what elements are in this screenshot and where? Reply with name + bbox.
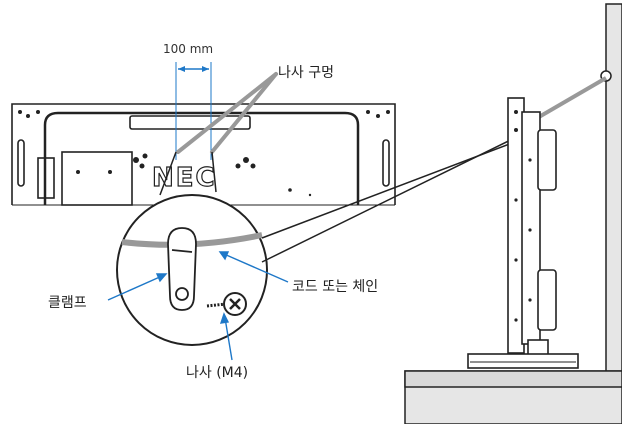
screw-holes-label: 나사 구멍 (278, 65, 334, 81)
screw-drawing (206, 292, 247, 316)
monitor-rear-outline (11, 103, 396, 205)
monitor-side-view (467, 97, 579, 369)
monitor-rear-screw-dots (18, 110, 390, 197)
monitor-rear-view (11, 103, 396, 206)
dimension-label: 100 mm (163, 42, 214, 56)
magnifier-cone-left (159, 151, 177, 196)
rear-panel-box (61, 151, 133, 206)
dimension-indicator (175, 62, 212, 160)
clamp-label: 클램프 (48, 295, 87, 311)
side-handle-right (382, 139, 390, 187)
screw-hole-leaders (176, 72, 278, 154)
callout-arrows (107, 251, 289, 361)
tie-lines (261, 127, 536, 263)
side-view-detail-dots (514, 110, 532, 322)
monitor-rear-inner-frame (43, 111, 360, 205)
rear-panel-port (37, 157, 55, 199)
mount-bracket (129, 115, 251, 130)
clamp-drawing (167, 227, 197, 311)
screw-label: 나사 (M4) (186, 365, 249, 381)
side-handle-left (17, 139, 25, 187)
cord-or-chain-label: 코드 또는 체인 (292, 279, 379, 295)
wall (404, 3, 622, 424)
magnifier-cone-right (211, 151, 217, 193)
